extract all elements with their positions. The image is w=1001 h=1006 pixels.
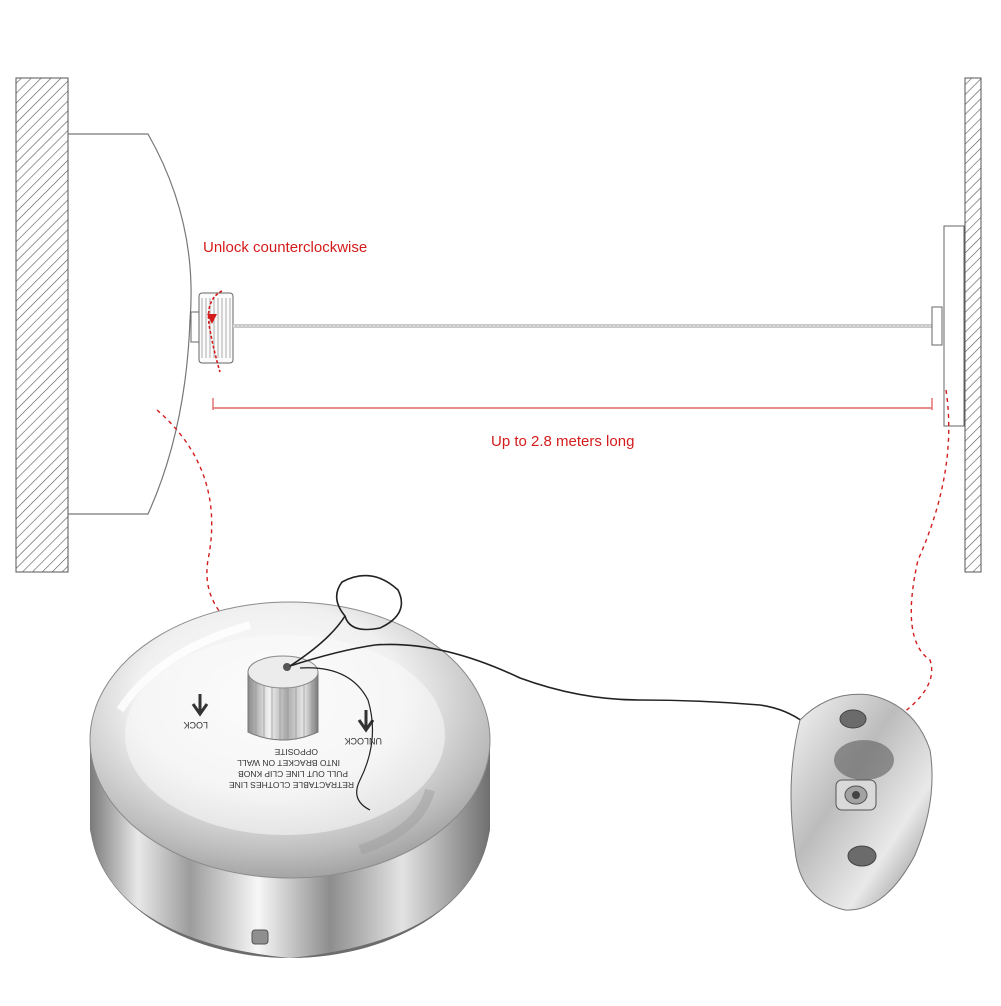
max-length-label: Up to 2.8 meters long bbox=[491, 433, 635, 450]
line-clip bbox=[835, 779, 877, 811]
chrome-reel bbox=[89, 601, 491, 958]
guide-arrow-to-bracket bbox=[885, 389, 950, 725]
guide-arrow-to-reel bbox=[156, 409, 255, 641]
reel-face-print: LOCK UNLOCK RETRACTABLE CLOTHES LINE PUL… bbox=[183, 694, 382, 790]
unlock-text: UNLOCK bbox=[344, 736, 382, 746]
lock-arrow-icon bbox=[191, 694, 209, 717]
reel-screw bbox=[251, 929, 269, 945]
right-wall bbox=[964, 77, 982, 573]
instruction-line-3: INTO BRACKET ON WALL bbox=[237, 758, 340, 768]
length-dimension bbox=[212, 398, 933, 410]
knob-side-view bbox=[198, 292, 234, 364]
chrome-reel-knob bbox=[247, 655, 319, 741]
reel-side-outline bbox=[68, 133, 200, 515]
instruction-line-2: PULL OUT LINE CLIP KNOB bbox=[238, 769, 348, 779]
unlock-arrow-icon bbox=[357, 710, 375, 733]
lock-text: LOCK bbox=[183, 720, 208, 730]
left-wall bbox=[15, 77, 69, 573]
chrome-wall-bracket bbox=[790, 693, 933, 911]
instruction-line-4: OPPOSITE bbox=[274, 747, 318, 757]
instruction-line-1: RETRACTABLE CLOTHES LINE bbox=[229, 780, 354, 790]
black-cord bbox=[289, 574, 836, 811]
bracket-side-view bbox=[931, 225, 965, 427]
unlock-direction-label: Unlock counterclockwise bbox=[203, 239, 368, 256]
counterclockwise-arrow-icon bbox=[207, 290, 223, 373]
